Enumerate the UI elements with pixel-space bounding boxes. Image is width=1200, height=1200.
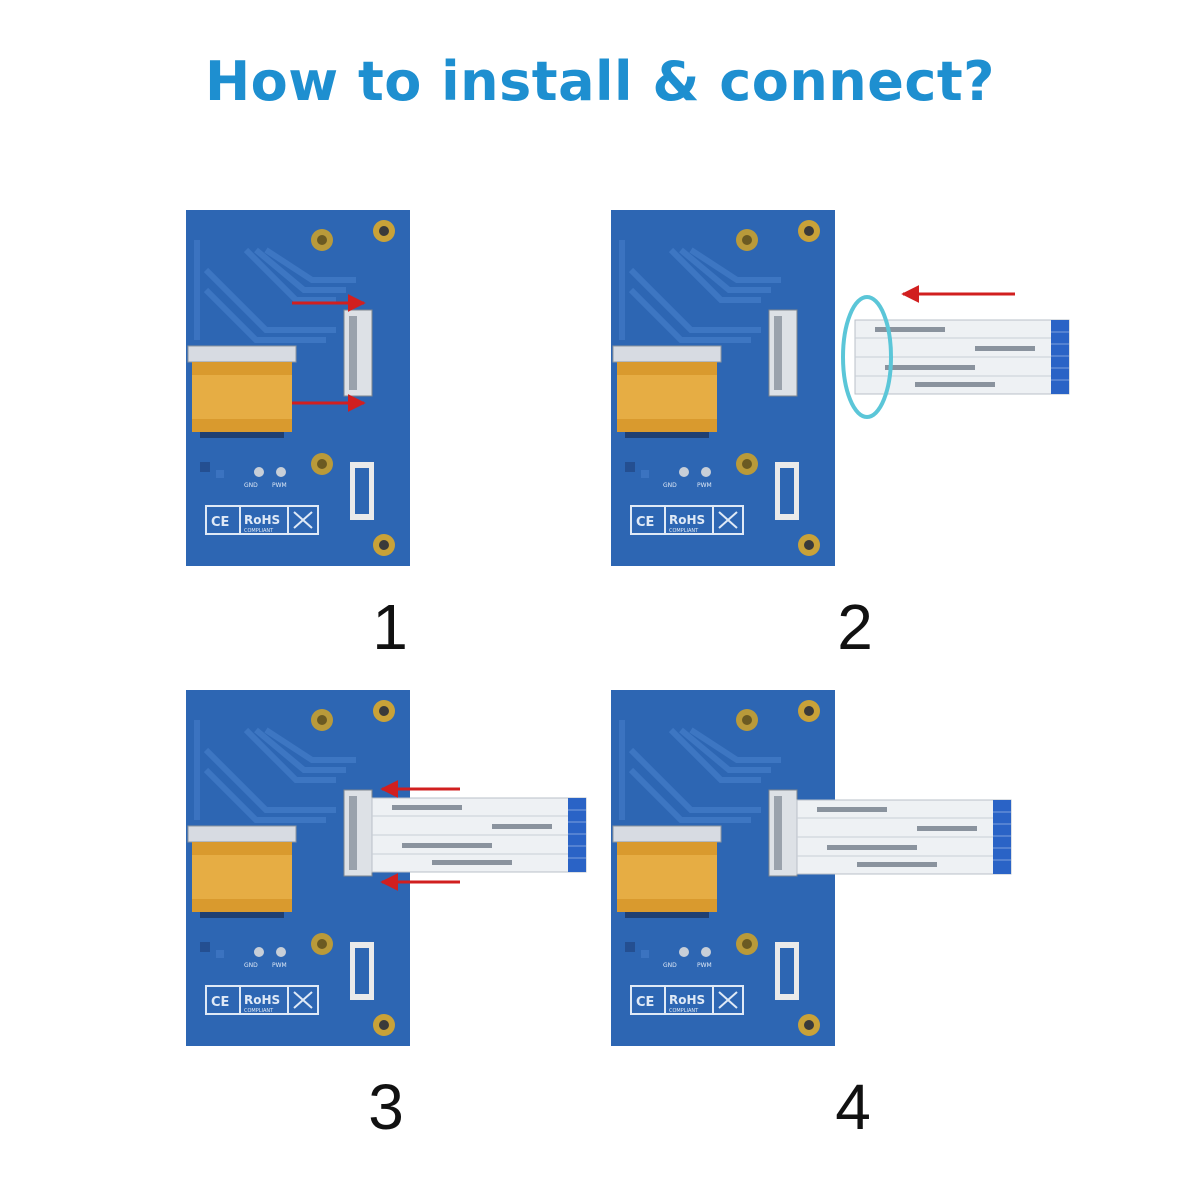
rohs-mark: RoHS	[669, 993, 705, 1007]
rohs-mark: RoHS	[244, 993, 280, 1007]
ce-mark: CE	[211, 515, 229, 530]
rohs-mark: RoHS	[244, 513, 280, 527]
pin-label-pwm: PWM	[697, 962, 712, 969]
pin-label-pwm: PWM	[272, 482, 287, 489]
rohs-compliant-mark: COMPLIANT	[669, 1008, 699, 1014]
pin-label-pwm: PWM	[697, 482, 712, 489]
board-illustration: GND PWM CE RoHS COMPLIANT	[186, 690, 587, 1150]
step-4-panel: GND PWM CE RoHS COMPLIANT 4	[611, 690, 1031, 1150]
rohs-compliant-mark: COMPLIANT	[244, 528, 274, 534]
ce-mark: CE	[636, 995, 654, 1010]
pin-label-gnd: GND	[663, 962, 677, 969]
ce-mark: CE	[211, 995, 229, 1010]
highlight-circle	[841, 295, 893, 419]
step-number: 4	[835, 1071, 871, 1143]
board-illustration: GND PWM CE RoHS COMPLIANT	[611, 690, 1012, 1150]
pin-label-gnd: GND	[244, 482, 258, 489]
step-number: 2	[837, 591, 873, 663]
pin-label-pwm: PWM	[272, 962, 287, 969]
step-1-panel: GND PWM CE RoHS COMPLIANT 1	[186, 210, 606, 670]
board-illustration: GND PWM CE RoHS COMPLIANT	[186, 210, 606, 670]
step-number: 1	[372, 591, 408, 663]
ffc-cable	[371, 797, 587, 873]
pin-label-gnd: GND	[663, 482, 677, 489]
rohs-mark: RoHS	[669, 513, 705, 527]
ffc-cable	[796, 799, 1012, 875]
board-illustration: GND PWM CE RoHS COMPLIANT	[611, 210, 1070, 670]
step-3-panel: GND PWM CE RoHS COMPLIANT 3	[186, 690, 606, 1150]
step-number: 3	[368, 1071, 404, 1143]
ce-mark: CE	[636, 515, 654, 530]
rohs-compliant-mark: COMPLIANT	[669, 528, 699, 534]
rohs-compliant-mark: COMPLIANT	[244, 1008, 274, 1014]
pin-label-gnd: GND	[244, 962, 258, 969]
step-2-panel: GND PWM CE RoHS COMPLIANT 2	[611, 210, 1070, 670]
page-title: How to install & connect?	[204, 50, 995, 113]
